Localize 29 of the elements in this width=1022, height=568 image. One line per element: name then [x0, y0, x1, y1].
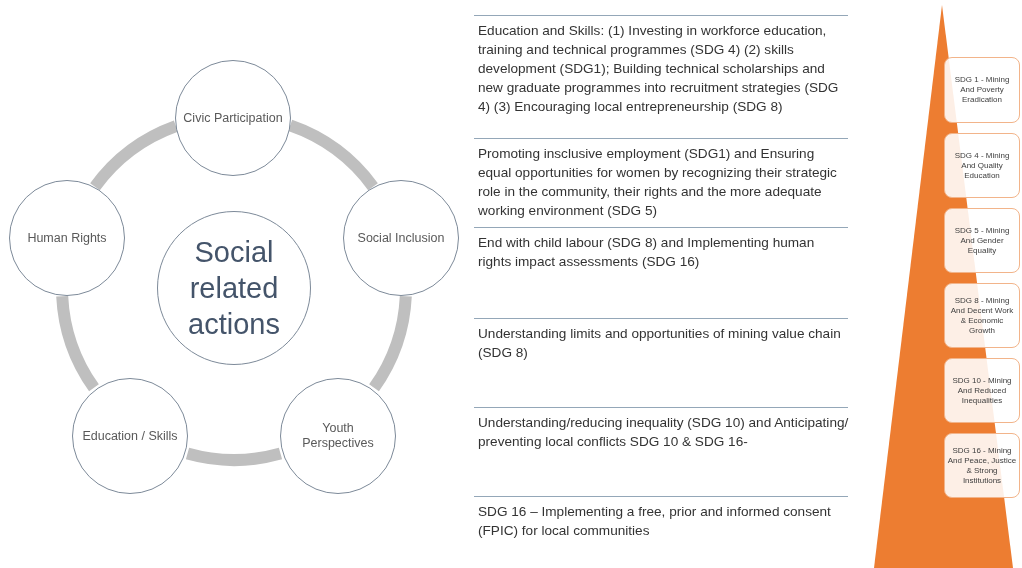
- action-text: Promoting insclusive employment (SDG1) and Ensuring equal opportunities for women by recognizing their strategic role in the community, their rights and the more adequate working environment (SDG 5): [478, 145, 838, 220]
- node-label: SDG 10 - Mining And Reduced Inequalities: [951, 375, 1013, 406]
- ring-connector: [287, 119, 378, 191]
- node-label: Civic Participation: [182, 110, 284, 126]
- sdg-box: [944, 283, 1020, 348]
- action-text: Education and Skills: (1) Investing in workforce education, training and technical programmes (SDG 4) (2) skills development (SDG1); Building technical scholarships and new graduate programmes into recruitment strategies (SDG 4) (3) Encouraging local entrepreneurship (SDG 8): [478, 22, 840, 116]
- action-text: Understanding/reducing inequality (SDG 10) and Anticipating/ preventing local conflicts SDG 10 & SDG 16-: [478, 414, 850, 451]
- ring-connector: [56, 295, 100, 392]
- center-title: Social related actions: [187, 235, 281, 342]
- node-label: Youth Perspectives: [301, 421, 375, 451]
- sdg-box: [944, 358, 1020, 423]
- sdg-box: [944, 133, 1020, 198]
- ring-connector: [368, 295, 412, 392]
- node-label: SDG 1 - Mining And Poverty Eradication: [953, 75, 1011, 105]
- node-label: SDG 16 - Mining And Peace, Justice & Strong Institutions: [946, 445, 1018, 486]
- action-text: SDG 16 – Implementing a free, prior and informed consent (FPIC) for local communities: [478, 503, 832, 540]
- sdg-box: [944, 433, 1020, 498]
- node-label: SDG 8 - Mining And Decent Work & Economic Growth: [949, 295, 1015, 336]
- action-text: Understanding limits and opportunities of mining value chain (SDG 8): [478, 325, 842, 362]
- ring-connector: [90, 120, 179, 191]
- node-label: Education / Skills: [81, 428, 179, 444]
- ring-connector: [186, 447, 282, 466]
- node-label: Human Rights: [26, 230, 108, 246]
- node-label: Social Inclusion: [356, 230, 446, 246]
- node-label: SDG 4 - Mining And Quality Education: [953, 150, 1011, 181]
- node-label: SDG 5 - Mining And Gender Equality: [953, 225, 1011, 256]
- sdg-box: [944, 208, 1020, 273]
- sdg-box: [944, 57, 1020, 123]
- action-text: End with child labour (SDG 8) and Implementing human rights impact assessments (SDG 16): [478, 234, 816, 271]
